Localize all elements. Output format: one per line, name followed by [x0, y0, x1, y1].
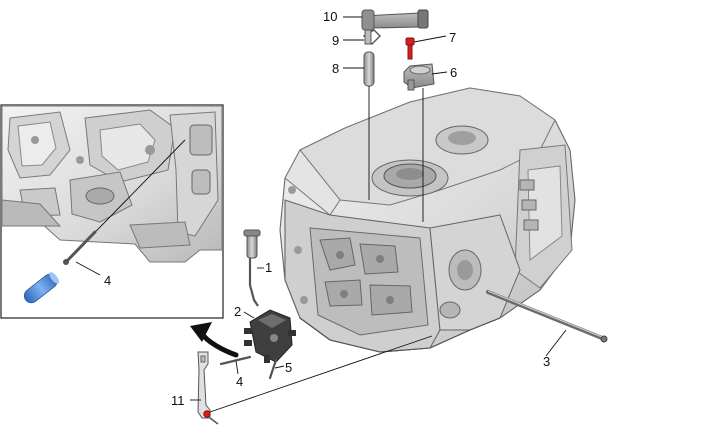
part-9-retaining-clip [362, 29, 381, 45]
leader-5 [274, 365, 285, 369]
leader-7 [413, 35, 447, 43]
leader-4-main [235, 360, 239, 375]
leader-6 [431, 71, 448, 75]
alignment-line-11 [209, 335, 433, 413]
transmission-housing [279, 87, 576, 353]
part-7-bolt [405, 37, 415, 60]
callout-9: 9 [332, 33, 339, 48]
inset-pin-4 [63, 230, 97, 265]
part-6-bracket [403, 63, 435, 91]
inset-detail-view: 4 [0, 104, 224, 319]
callout-2: 2 [234, 304, 241, 319]
part-4-pin [219, 355, 252, 366]
callout-4-main: 4 [236, 374, 243, 389]
callout-5: 5 [285, 360, 292, 375]
callout-8: 8 [332, 61, 339, 76]
part-1-sensor [243, 229, 261, 307]
blue-dowel-pin [23, 272, 60, 304]
part-8-shaft [363, 51, 375, 87]
callout-3: 3 [543, 354, 550, 369]
inset-housing-closeup [2, 106, 222, 263]
callout-7: 7 [449, 30, 456, 45]
callout-6: 6 [450, 65, 457, 80]
part-5-spring-pin [268, 358, 278, 380]
part-11-bracket [197, 351, 219, 425]
leader-4-inset [75, 261, 101, 276]
callout-11: 11 [171, 393, 185, 408]
callout-10: 10 [323, 9, 337, 24]
part-3-long-rod [486, 290, 608, 343]
leader-3 [545, 329, 567, 357]
callout-4-inset: 4 [104, 273, 111, 288]
callout-1: 1 [265, 260, 272, 275]
direction-arrow [190, 322, 239, 358]
leader-2 [243, 311, 255, 319]
part-2-solenoid-block [244, 309, 296, 363]
part-10-shift-lever [361, 9, 429, 31]
